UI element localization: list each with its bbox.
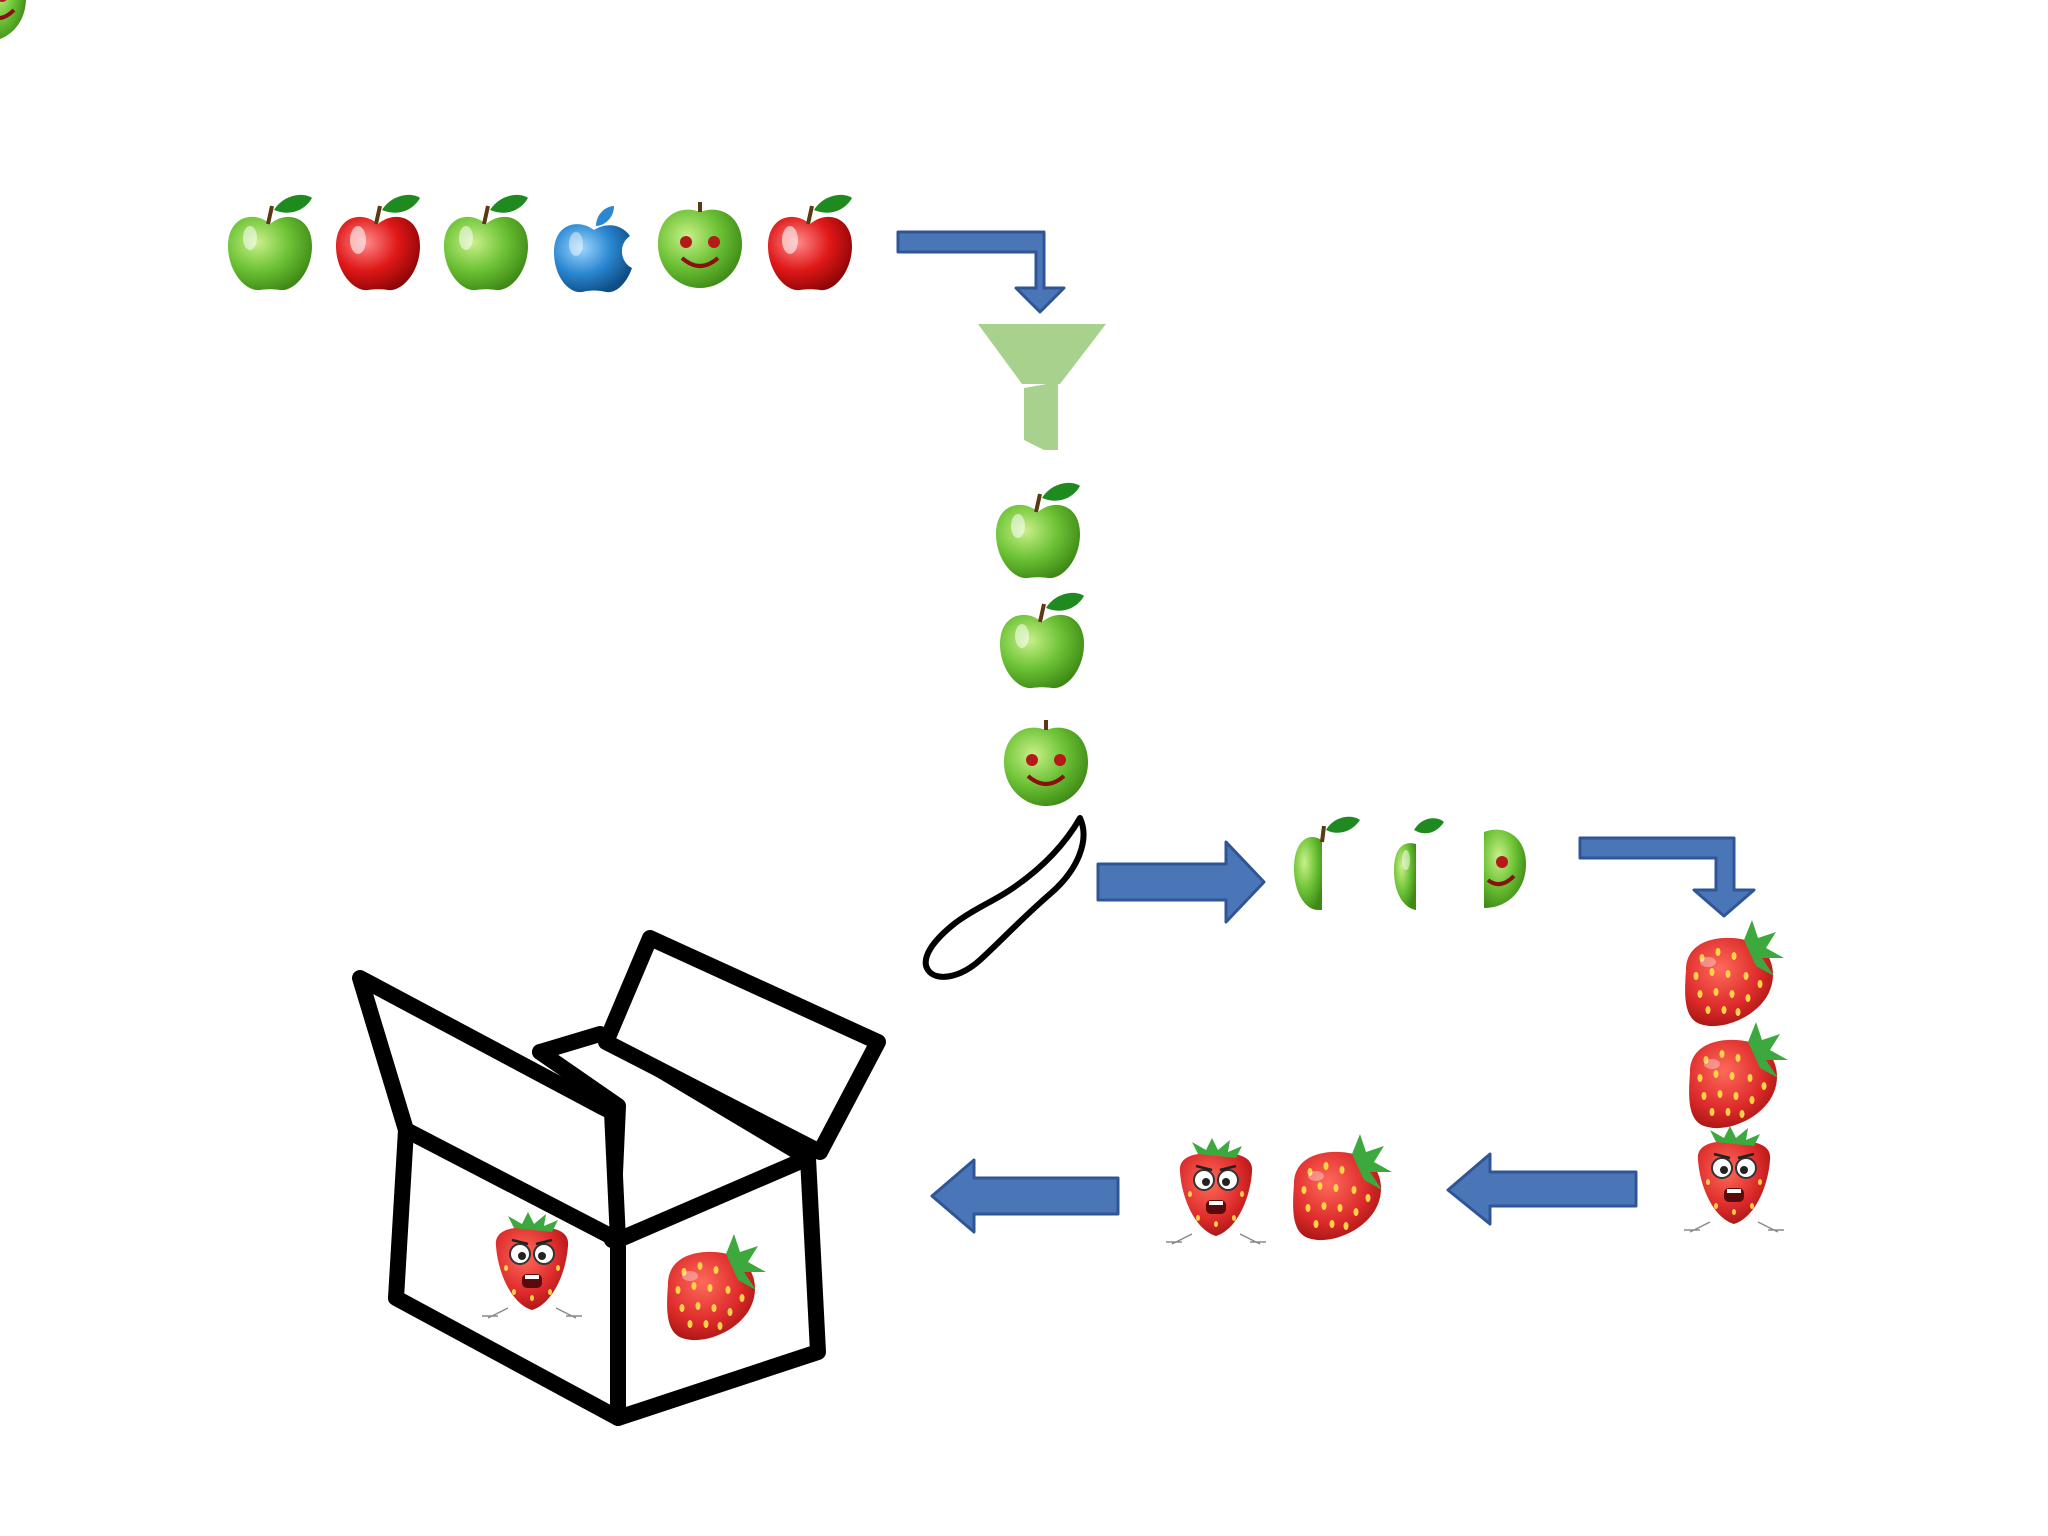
strawberry-icon [1685, 920, 1784, 1027]
arrow-to-filter [896, 230, 1066, 314]
smiling-apple-icon [1002, 718, 1090, 808]
green-apple-icon [994, 480, 1082, 581]
arrow-to-sliced [1096, 840, 1266, 924]
red-apple-icon [334, 192, 422, 293]
smiling-apple-half-icon [0, 0, 28, 44]
smiling-apple-icon [656, 200, 744, 290]
green-apple-icon [226, 192, 314, 293]
funnel-icon [978, 324, 1106, 450]
scared-strawberry-icon [1164, 1136, 1268, 1246]
input-fruits-row [226, 192, 854, 293]
brand-apple-logo-icon [554, 206, 632, 293]
arrow-left-1 [1446, 1152, 1638, 1226]
knife-icon [922, 815, 1087, 980]
strawberry-icon [1293, 1134, 1392, 1241]
green-apple-icon [442, 192, 530, 293]
red-apple-icon [766, 192, 854, 293]
green-apple-icon [998, 590, 1086, 691]
strawberries-column [1682, 920, 1788, 1234]
smiling-apple-half-icon-render [1482, 827, 1528, 910]
box-icon [352, 930, 886, 1426]
strawberry-icon [1689, 1022, 1788, 1129]
arrow-to-strawberries [1578, 836, 1756, 918]
green-apple-half-icon [1394, 818, 1444, 910]
scared-strawberry-icon [1682, 1124, 1786, 1234]
strawberries-row [1164, 1134, 1392, 1246]
filtered-fruits-column [994, 480, 1090, 808]
sliced-fruits-row [0, 0, 1444, 912]
green-apple-half-icon [1292, 814, 1362, 912]
arrow-to-box [930, 1158, 1120, 1234]
